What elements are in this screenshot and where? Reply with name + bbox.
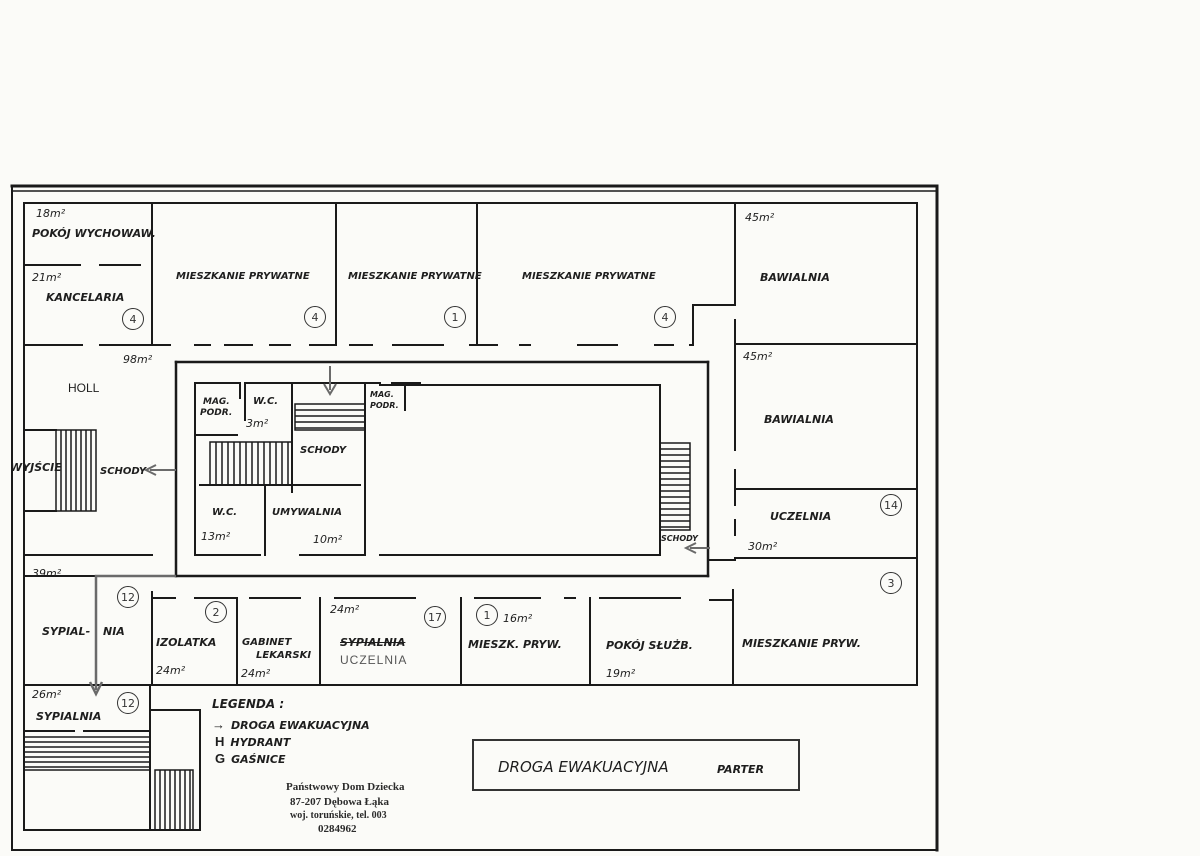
legend-key-h: H [215,734,225,749]
mieszkanie-2-label: MIESZKANIE PRYWATNE [348,271,482,282]
bawialnia-1-label: BAWIALNIA [760,271,830,284]
bawialnia-2-label: BAWIALNIA [764,413,834,426]
legend-item-gasnice: G GAŚNICE [215,752,285,765]
sypialnia-uczelnia-handwritten: UCZELNIA [340,653,408,667]
uczelnia-label: UCZELNIA [770,510,832,523]
uczelnia-number: 14 [880,494,902,516]
stamp-line-1: Państwowy Dom Dziecka [286,781,405,793]
mag-podr-1-label-1: MAG. [203,397,230,407]
legend-item-hydrant: H HYDRANT [215,735,290,748]
mieszkanie-pryw-number: 3 [880,572,902,594]
legend-item-route-text: DROGA EWAKUACYJNA [231,719,370,732]
mag-podr-1-label-2: PODR. [200,408,233,418]
title-main: DROGA EWAKUACYJNA [498,758,669,776]
izolatka-label: IZOLATKA [156,636,217,649]
holl-area: 98m² [123,353,153,366]
arrow-left-icon [683,542,697,554]
title-sub: PARTER [717,763,765,776]
stamp-line-2: 87-207 Dębowa Łąka [290,796,390,808]
mag-podr-2-label-2: PODR. [370,401,399,410]
pokoj-wychowaw-label: POKÓJ WYCHOWAW. [32,227,156,240]
arrow-down-icon [88,681,104,697]
kancelaria-number: 4 [122,308,144,330]
sypialnia-2-area: 26m² [32,688,62,701]
arrow-down-icon [323,383,337,396]
wc-1-area: 3m² [246,417,269,430]
legend-item-route: → DROGA EWAKUACYJNA [212,718,370,731]
sypialnia-2-label: SYPIALNIA [36,710,102,723]
pokoj-wychowaw-area: 18m² [36,207,66,220]
pokoj-sluzb-label: POKÓJ SŁUŻB. [606,639,693,652]
schody-right-label: SCHODY [661,534,698,543]
sypialnia-uczelnia-area: 24m² [330,603,360,616]
stamp-line-3: woj. toruńskie, tel. 003 [290,810,387,821]
wyjscie-label: WYJŚCIE [10,461,62,474]
wc-1-label: W.C. [253,396,279,407]
route-path-left [94,574,176,690]
umywalnia-area: 10m² [313,533,343,546]
pokoj-sluzb-area: 19m² [606,667,636,680]
mieszkanie-1-label: MIESZKANIE PRYWATNE [176,271,310,282]
sypialnia-1-label-2: NIA [103,625,125,638]
bawialnia-1-area: 45m² [745,211,775,224]
mieszkanie-pryw-label: MIESZKANIE PRYW. [742,637,861,650]
arrow-left-icon [143,464,157,476]
wc-2-area: 13m² [201,530,231,543]
holl-label: HOLL [68,381,100,395]
mag-podr-2-label-1: MAG. [370,390,394,399]
schody-center-label: SCHODY [300,445,347,456]
stairs-right-outline [659,442,691,531]
mieszk-pryw-number: 1 [476,604,498,626]
stairs-upper-outline [294,403,366,431]
izolatka-area: 24m² [156,664,186,677]
schody-main-label: SCHODY [100,466,147,477]
legend-item-hydrant-text: HYDRANT [230,736,291,749]
stairs-center-outline [209,441,293,486]
sypialnia-2-number: 12 [117,692,139,714]
bawialnia-2-area: 45m² [743,350,773,363]
gabinet-label-1: GABINET [242,637,292,648]
mieszkanie-1-number: 4 [304,306,326,328]
stairs-bottom-right-outline [154,769,194,831]
sypialnia-uczelnia-number: 17 [424,606,446,628]
mieszkanie-3-number: 4 [654,306,676,328]
umywalnia-label: UMYWALNIA [272,507,342,518]
kancelaria-label: KANCELARIA [46,291,125,304]
mieszkanie-3-label: MIESZKANIE PRYWATNE [522,271,656,282]
sypialnia-1-number: 12 [117,586,139,608]
stamp-line-4: 0284962 [318,823,357,835]
legend-title: LEGENDA : [212,697,285,711]
gabinet-area: 24m² [241,667,271,680]
wc-2-label: W.C. [212,507,238,518]
arrow-right-icon: → [212,717,225,732]
sypialnia-1-area: 39m² [32,567,62,580]
mieszk-pryw-label: MIESZK. PRYW. [468,638,562,651]
title-box [472,739,800,791]
mieszk-pryw-area: 16m² [503,612,533,625]
stairs-bottom-outline [23,736,151,771]
legend-item-gasnice-text: GAŚNICE [231,753,286,766]
gabinet-number: 2 [205,601,227,623]
gabinet-label-2: LEKARSKI [256,650,312,661]
kancelaria-area: 21m² [32,271,62,284]
legend-key-g: G [215,751,226,766]
sypialnia-uczelnia-label: SYPIALNIA [340,636,406,649]
uczelnia-area: 30m² [748,540,778,553]
sypialnia-1-label-1: SYPIAL- [42,625,91,638]
mieszkanie-2-number: 1 [444,306,466,328]
